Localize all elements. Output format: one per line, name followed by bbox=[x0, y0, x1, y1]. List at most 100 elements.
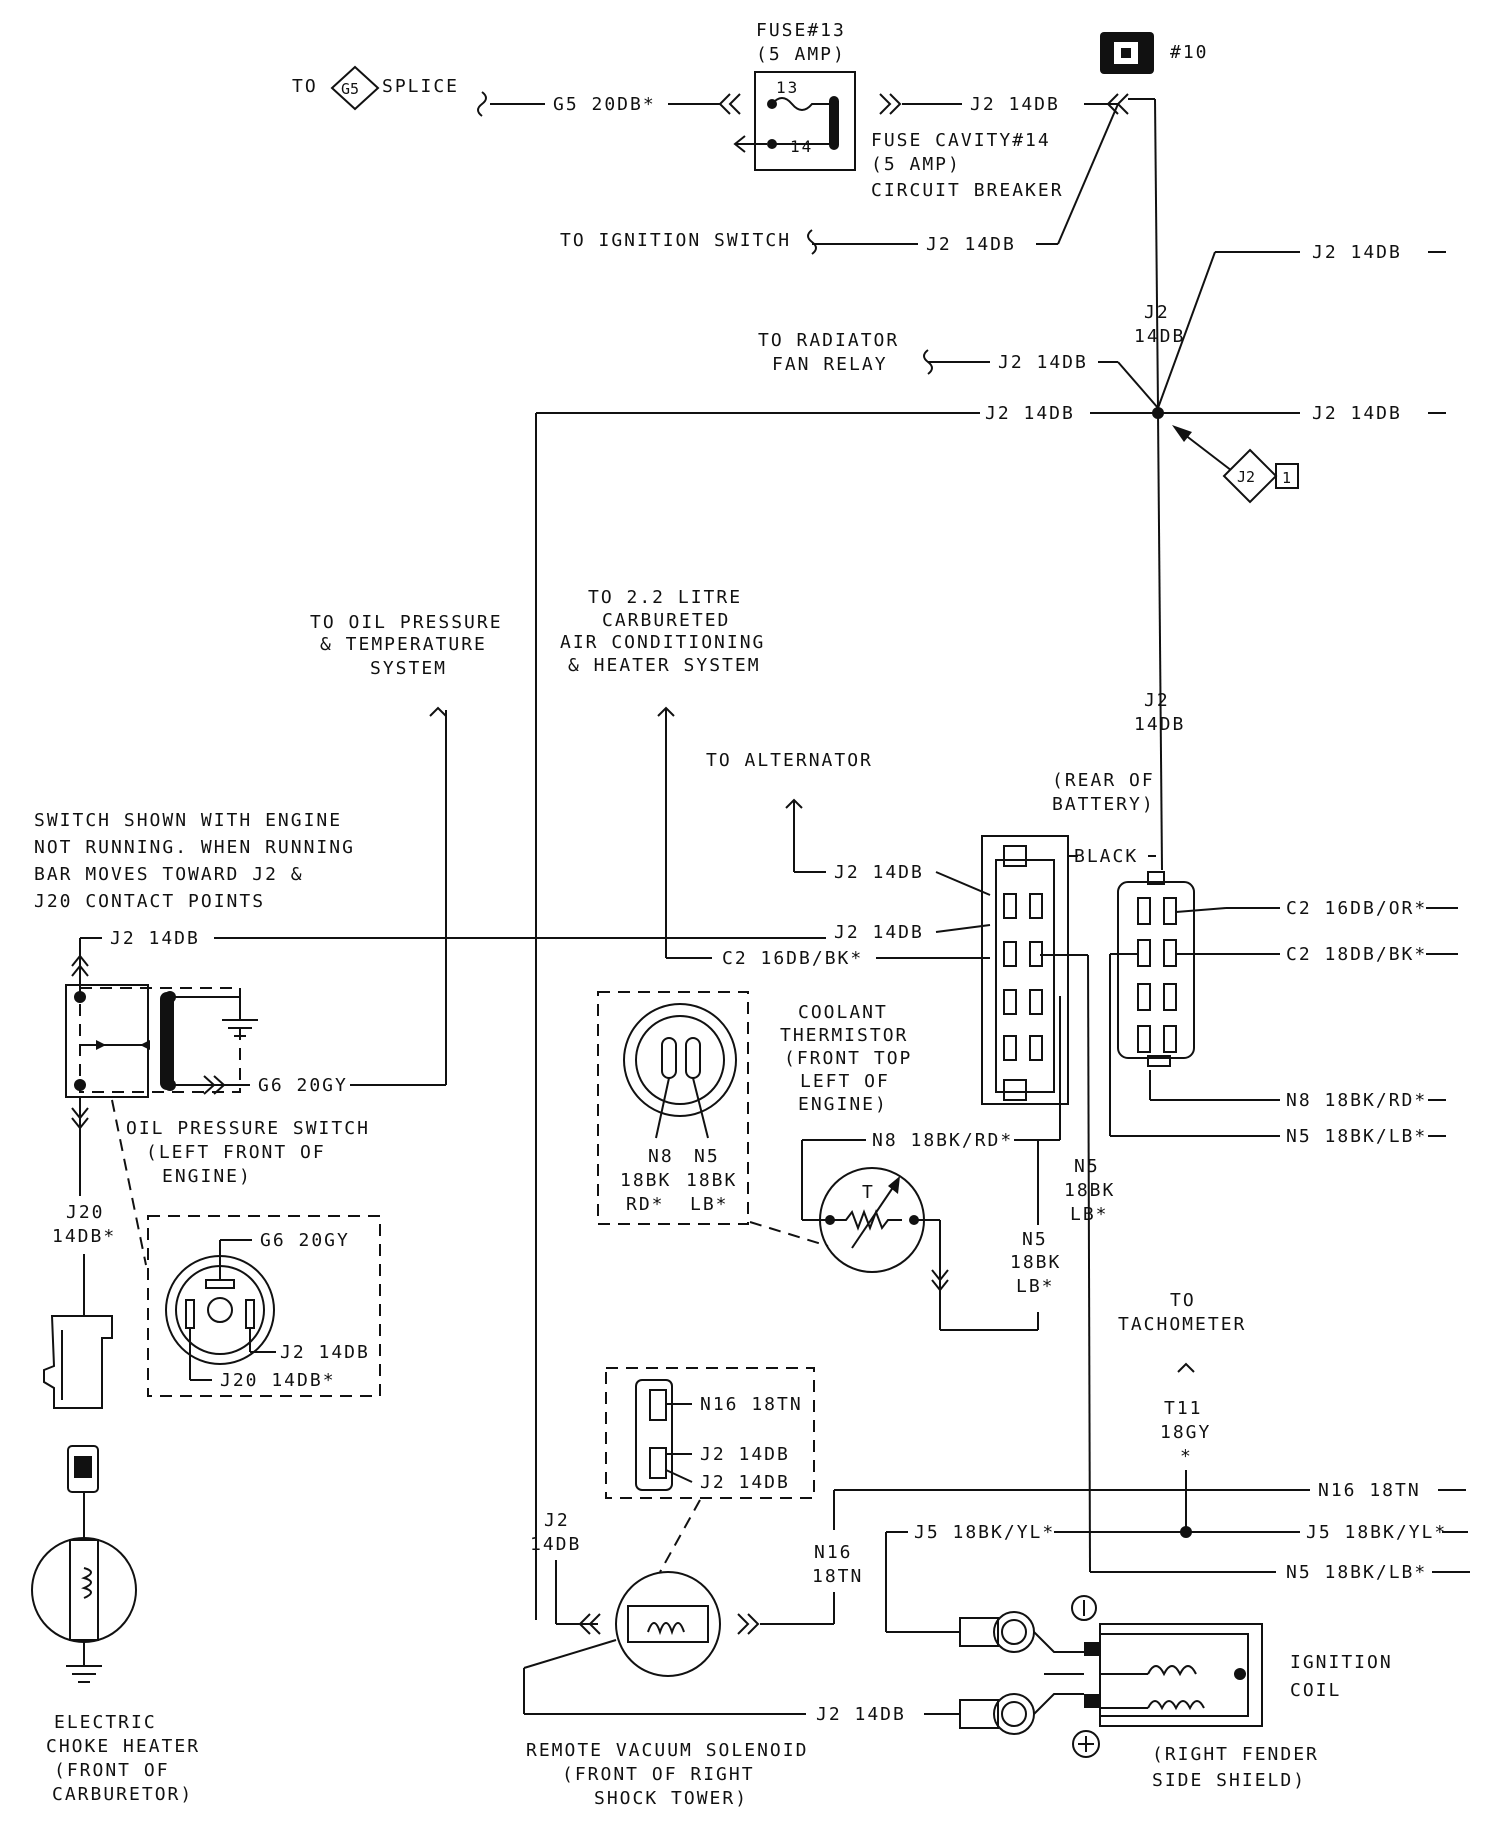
ign-wire-break bbox=[807, 229, 817, 255]
t11-label-b: 18GY bbox=[1160, 1422, 1211, 1443]
vacuum-right-chevrons bbox=[737, 1613, 760, 1635]
coil-secondary-icon bbox=[1147, 1700, 1205, 1711]
coil-lead-wires bbox=[1033, 1631, 1084, 1715]
j2-main-label-a: J2 bbox=[1144, 302, 1170, 323]
fuse-cavity-amp: (5 AMP) bbox=[871, 154, 961, 175]
j20-label-a: J20 bbox=[66, 1202, 105, 1223]
coil-center-dot bbox=[1234, 1668, 1246, 1680]
choke-label-1: ELECTRIC bbox=[54, 1712, 157, 1733]
connector-10-pin bbox=[1121, 48, 1131, 58]
coil-neg-terminal-inner bbox=[1001, 1701, 1027, 1727]
ac-sys-label-1: TO 2.2 LITRE bbox=[588, 587, 742, 608]
splice-text: SPLICE bbox=[382, 76, 459, 97]
choke-heater-element bbox=[69, 1539, 99, 1641]
oilsw-face-j20-pin bbox=[185, 1299, 195, 1329]
vacuum-face-pin-n16 bbox=[649, 1389, 667, 1421]
c2-or-label: C2 16DB/OR* bbox=[1286, 898, 1427, 919]
coil-neg-symbol-icon bbox=[1071, 1595, 1097, 1621]
bulkhead-female-key bbox=[1147, 871, 1165, 885]
t11-star: * bbox=[1180, 1446, 1193, 1467]
n5-right-label: N5 18BK/LB* bbox=[1286, 1126, 1427, 1147]
fuse-title: FUSE#13 bbox=[756, 20, 846, 41]
g5-splice-label: TO G5 SPLICE bbox=[292, 65, 459, 111]
thermistor-pin-n8 bbox=[661, 1037, 677, 1079]
rear-battery-2: BATTERY) bbox=[1052, 794, 1155, 815]
thermistor-n5-chevrons bbox=[931, 1269, 949, 1292]
ign-wire-label: J2 14DB bbox=[926, 234, 1016, 255]
thermistor-n8-a: N8 bbox=[648, 1146, 674, 1167]
thermistor-pin-n5 bbox=[685, 1037, 701, 1079]
j5-right-label: J5 18BK/YL* bbox=[1306, 1522, 1447, 1543]
oilsw-terminal-bottom bbox=[74, 1079, 86, 1091]
j2-splice-box bbox=[1275, 463, 1299, 489]
circuit-breaker-bar bbox=[829, 96, 839, 150]
j2-splice-diamond bbox=[1222, 448, 1278, 504]
bulkhead-female bbox=[1117, 881, 1195, 1059]
coil-terminal-top bbox=[1084, 1642, 1100, 1656]
coil-primary-icon bbox=[1147, 1665, 1197, 1677]
j2-main-label-b: 14DB bbox=[1134, 326, 1185, 347]
oil-sys-label-1: TO OIL PRESSURE bbox=[310, 612, 503, 633]
fuse-14-arrow bbox=[733, 135, 746, 153]
j2-upright-label: J2 14DB bbox=[1312, 242, 1402, 263]
rad-fan-wire-label: J2 14DB bbox=[998, 352, 1088, 373]
g5-splice-id: G5 bbox=[341, 80, 359, 98]
switch-note-2: NOT RUNNING. WHEN RUNNING bbox=[34, 837, 355, 858]
coolant-label-3: (FRONT TOP bbox=[784, 1048, 912, 1069]
thermistor-n8-wire-label: N8 18BK/RD* bbox=[872, 1130, 1013, 1151]
fuse-block bbox=[754, 71, 856, 171]
rear-battery-1: (REAR OF bbox=[1052, 770, 1155, 791]
j2-right-label: J2 14DB bbox=[1312, 403, 1402, 424]
j2-connector-chevrons bbox=[879, 93, 902, 115]
choke-heater-coil-icon bbox=[81, 1567, 92, 1599]
j2-left-label: J2 14DB bbox=[985, 403, 1075, 424]
alternator-label: TO ALTERNATOR bbox=[706, 750, 873, 771]
vacuum-label-1: REMOTE VACUUM SOLENOID bbox=[526, 1740, 808, 1761]
oil-switch-label-3: ENGINE) bbox=[162, 1166, 252, 1187]
j2-ign-diagonal bbox=[1057, 103, 1119, 245]
bulkhead-male bbox=[981, 835, 1069, 1105]
n5-col-b: 18BK bbox=[1064, 1180, 1115, 1201]
thermistor-n5-b: 18BK bbox=[686, 1170, 737, 1191]
thermistor-face-box bbox=[597, 991, 749, 1225]
ac-sys-label-3: AIR CONDITIONING bbox=[560, 632, 765, 653]
coolant-label-2: THERMISTOR bbox=[780, 1025, 908, 1046]
n16-mid-a: N16 bbox=[814, 1542, 853, 1563]
black-label: BLACK bbox=[1074, 846, 1138, 867]
vacuum-face-body bbox=[635, 1379, 673, 1491]
n8-right-label: N8 18BK/RD* bbox=[1286, 1090, 1427, 1111]
vacuum-label-2: (FRONT OF RIGHT bbox=[562, 1764, 755, 1785]
oilsw-face-j2-label: J2 14DB bbox=[280, 1342, 370, 1363]
vacuum-face-leader bbox=[659, 1499, 701, 1573]
fuse-pin-13: 13 bbox=[776, 78, 799, 97]
vacuum-solenoid-body bbox=[615, 1571, 721, 1677]
oil-sys-label-3: SYSTEM bbox=[370, 658, 447, 679]
rad-fan-label-1: TO RADIATOR bbox=[758, 330, 899, 351]
choke-connector bbox=[43, 1315, 113, 1409]
j2-bulk-label-a: J2 bbox=[1144, 690, 1170, 711]
thermistor-resistor-icon bbox=[834, 1209, 902, 1231]
switch-note-1: SWITCH SHOWN WITH ENGINE bbox=[34, 810, 342, 831]
oilsw-face-g6-pin bbox=[205, 1279, 235, 1289]
connector-10-label: #10 bbox=[1170, 42, 1209, 63]
fender-label-2: SIDE SHIELD) bbox=[1152, 1770, 1306, 1791]
choke-label-3: (FRONT OF bbox=[54, 1760, 170, 1781]
oilsw-face-g6-label: G6 20GY bbox=[260, 1230, 350, 1251]
oilsw-arrow-right bbox=[140, 1040, 150, 1050]
j2-splice-id: J2 bbox=[1237, 468, 1255, 486]
g5-wire-label: G5 20DB* bbox=[553, 94, 656, 115]
g5-splice-diamond bbox=[330, 65, 380, 111]
ac-sys-label-2: CARBURETED bbox=[602, 610, 730, 631]
tach-label-1: TO bbox=[1170, 1290, 1196, 1311]
splice-to-text: TO bbox=[292, 76, 318, 97]
vacuum-face-j2-label-b: J2 14DB bbox=[700, 1472, 790, 1493]
g6-chevrons bbox=[203, 1075, 226, 1095]
n5-mid-a: N5 bbox=[1022, 1229, 1048, 1250]
oilsw-arrow-left bbox=[96, 1040, 106, 1050]
fuse-cavity-label: FUSE CAVITY#14 bbox=[871, 130, 1051, 151]
oil-sys-break bbox=[429, 706, 447, 717]
j2-splice-arrowhead bbox=[1172, 425, 1192, 442]
alternator-wire-label: J2 14DB bbox=[834, 862, 924, 883]
fuse-amp: (5 AMP) bbox=[756, 44, 846, 65]
